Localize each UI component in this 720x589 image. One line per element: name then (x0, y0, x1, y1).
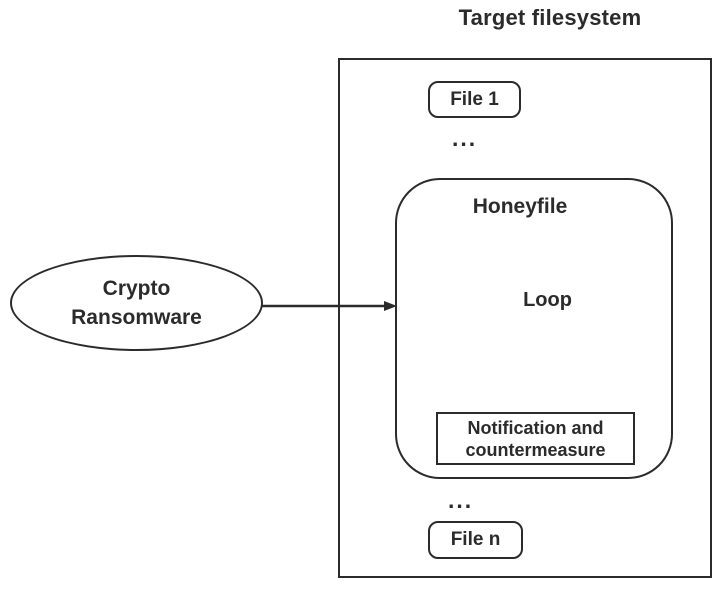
notification-countermeasure-node: Notification and countermeasure (436, 412, 635, 465)
diagram-title: Target filesystem (458, 5, 642, 30)
file-n-label: File n (450, 529, 501, 550)
honeyfile-label: Honeyfile (472, 195, 568, 218)
crypto-ransomware-node: Crypto Ransomware (10, 255, 263, 351)
attacker-label-line-2: Ransomware (71, 306, 202, 329)
file-1-label: File 1 (450, 88, 499, 110)
attacker-label-line-1: Crypto (102, 277, 171, 300)
target-filesystem-boundary (338, 58, 712, 578)
ellipsis-top: ... (452, 125, 478, 151)
file-1-node: File 1 (428, 81, 521, 118)
file-n-node: File n (428, 521, 523, 559)
notification-line-1: Notification and (467, 417, 604, 438)
ellipsis-bottom: ... (448, 487, 474, 513)
notification-line-2: countermeasure (465, 439, 606, 460)
loop-label: Loop (523, 289, 572, 311)
